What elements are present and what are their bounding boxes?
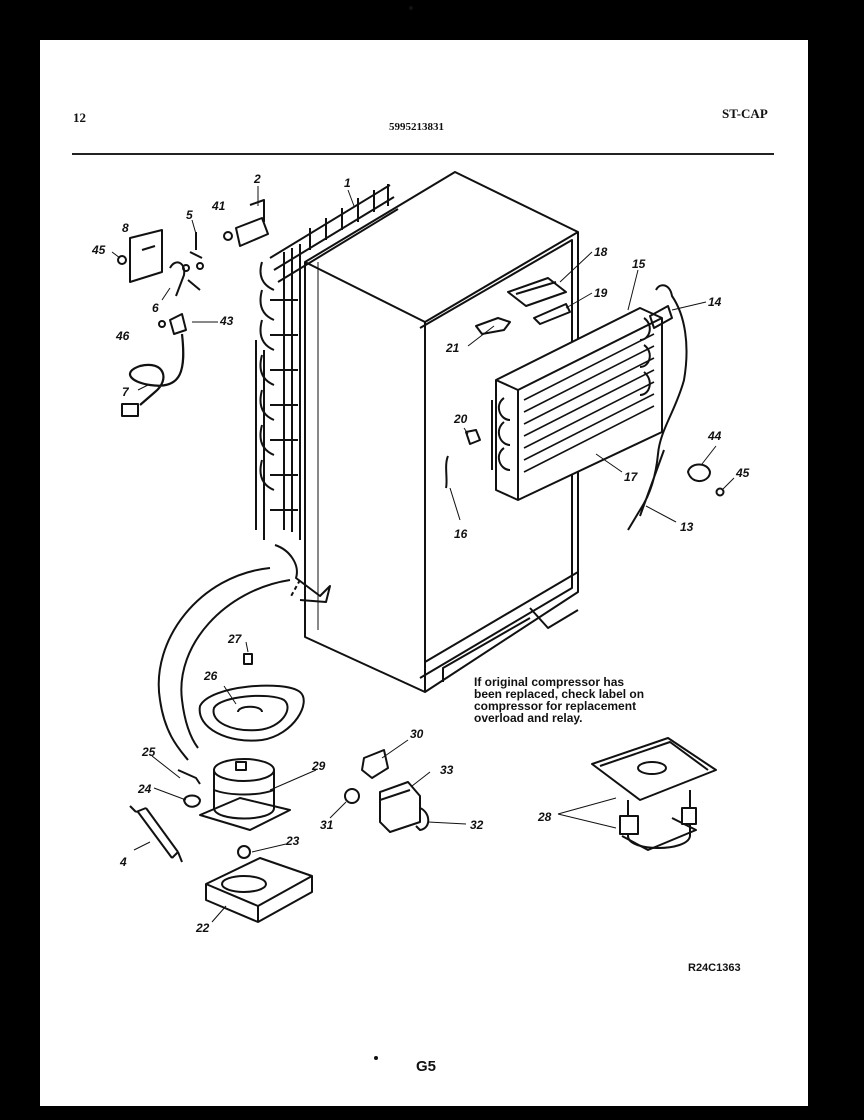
screw-41 xyxy=(223,231,233,241)
reference-code: R24C1363 xyxy=(688,962,741,974)
replacement-note: If original compressor has been replaced… xyxy=(474,676,704,724)
page-number: 12 xyxy=(73,110,86,125)
callout: 7 xyxy=(122,385,130,399)
callout: 21 xyxy=(445,341,460,355)
bracket-25 xyxy=(177,769,201,785)
callout: 33 xyxy=(440,763,454,777)
callout: 30 xyxy=(410,727,424,741)
callout: 45 xyxy=(91,243,106,257)
scan-speck xyxy=(409,6,413,10)
callout: 27 xyxy=(227,632,243,646)
callout: 31 xyxy=(320,818,334,832)
bracket-8 xyxy=(129,229,163,283)
callout: 28 xyxy=(537,810,552,824)
grommet-24 xyxy=(183,794,201,808)
grommet-23 xyxy=(237,845,251,859)
screw-46 xyxy=(158,320,166,328)
plug xyxy=(121,403,139,417)
note-line: been replaced, check label on xyxy=(474,687,645,701)
callout: 20 xyxy=(453,412,468,426)
overload-33 xyxy=(379,781,421,833)
power-cord xyxy=(128,333,185,406)
callout: 5 xyxy=(186,208,193,222)
bracket-2 xyxy=(235,199,269,247)
drain-pan-26 xyxy=(198,684,305,742)
scan-speck xyxy=(374,1056,378,1060)
callout: 1 xyxy=(344,176,351,190)
part-number: 5995213831 xyxy=(389,121,444,133)
page-id: G5 xyxy=(416,1058,437,1075)
note-line: overload and relay. xyxy=(474,711,583,725)
drain-tube xyxy=(157,567,291,761)
callout: 44 xyxy=(707,429,722,443)
drier-4 xyxy=(129,805,183,863)
terminal-43 xyxy=(169,313,187,335)
wire-nut-44 xyxy=(687,463,711,482)
callout: 13 xyxy=(680,520,694,534)
compressor-29 xyxy=(199,758,291,831)
note-line: compressor for replacement xyxy=(474,699,637,713)
evaporator xyxy=(491,307,663,501)
condenser-coil xyxy=(255,184,399,603)
clip-32 xyxy=(415,807,430,831)
grommet-31 xyxy=(344,788,360,804)
callout: 6 xyxy=(152,301,159,315)
replacement-compressor-28 xyxy=(591,737,717,851)
compressor-mount-22 xyxy=(205,857,313,923)
callout: 24 xyxy=(137,782,152,796)
callout: 22 xyxy=(195,921,210,935)
thermostat-21 xyxy=(475,317,511,335)
relay-30 xyxy=(361,749,389,779)
callout: 25 xyxy=(141,745,156,759)
callout: 15 xyxy=(632,257,646,271)
callout: 29 xyxy=(311,759,326,773)
callout: 16 xyxy=(454,527,468,541)
screw-45a xyxy=(117,255,127,265)
cabinet xyxy=(304,171,579,693)
callout-labels: 1 2 4 5 6 7 8 13 14 15 16 17 18 19 20 21… xyxy=(91,172,750,935)
callout: 32 xyxy=(470,818,484,832)
harness-13 xyxy=(627,284,688,531)
callout: 4 xyxy=(119,855,127,869)
callout: 19 xyxy=(594,286,608,300)
callout: 45 xyxy=(735,466,750,480)
callout: 8 xyxy=(122,221,129,235)
note-line: If original compressor has xyxy=(474,675,625,689)
clip-19 xyxy=(533,303,571,325)
callout: 46 xyxy=(115,329,130,343)
header-rule xyxy=(72,153,774,155)
screw-27 xyxy=(243,653,253,665)
callout: 43 xyxy=(219,314,234,328)
model-code: ST-CAP xyxy=(722,106,768,121)
clip-5 xyxy=(189,232,203,259)
defrost-heater-18 xyxy=(507,277,567,307)
leader-lines xyxy=(111,186,735,923)
terminal-14 xyxy=(649,305,673,329)
callout: 41 xyxy=(211,199,226,213)
callout: 18 xyxy=(594,245,608,259)
callout: 17 xyxy=(624,470,639,484)
tube-16 xyxy=(445,455,449,489)
callout: 2 xyxy=(253,172,261,186)
fan-clip-20 xyxy=(465,429,481,445)
screw-45b xyxy=(715,487,725,497)
callout: 26 xyxy=(203,669,218,683)
clip-6 xyxy=(169,261,201,297)
callout: 14 xyxy=(708,295,722,309)
callout: 23 xyxy=(285,834,300,848)
